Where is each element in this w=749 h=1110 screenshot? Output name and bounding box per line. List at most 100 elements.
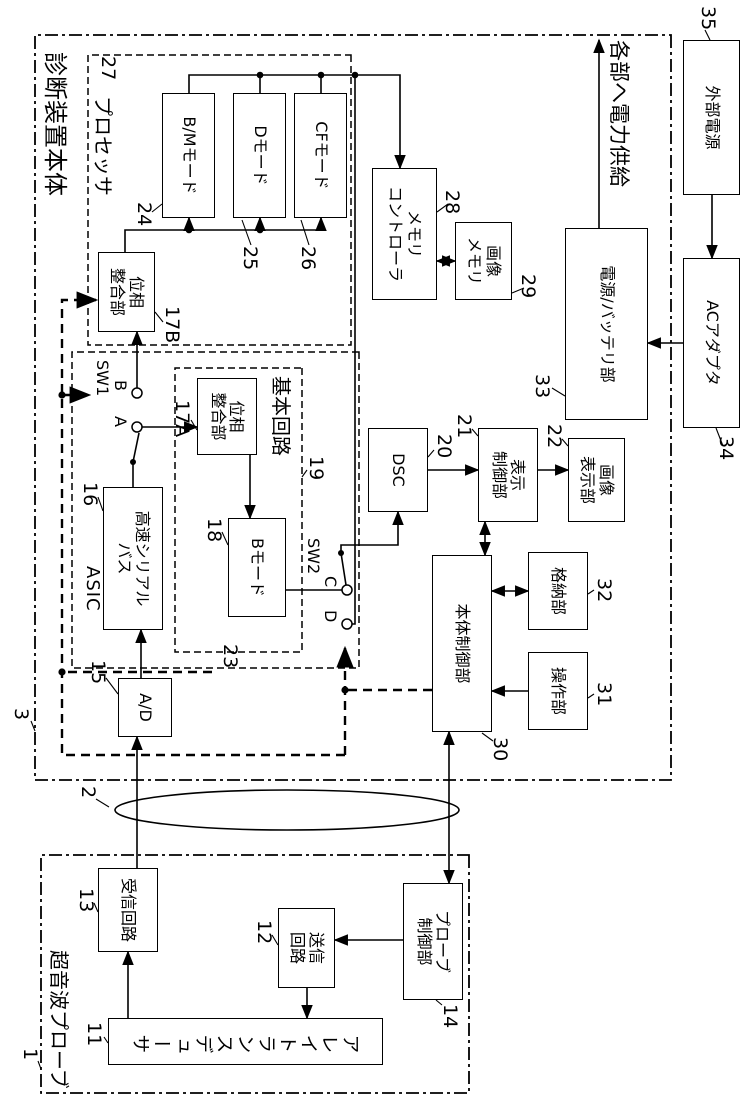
box-b-mode: Bモード [228,518,286,617]
box-phase-matching-17a: 位相 整合部 [197,378,257,455]
power-distribution-note: 各部へ電力供給 [607,40,631,187]
ref-label-15: 15 [87,660,109,685]
wire-bus-sw2d [352,75,356,625]
ref-label-18: 18 [203,518,225,543]
ref-label-13: 13 [75,888,97,913]
ref-label-11: 11 [83,1022,105,1047]
leader-29 [511,287,525,294]
leader-18 [221,531,229,546]
ref-label-17b: 17B [161,306,183,344]
leader-14 [435,999,443,1006]
leader-34 [715,427,724,447]
ref-label-14: 14 [439,1004,461,1029]
ref-label-26: 26 [297,246,319,271]
junction-dot [317,71,325,79]
leader-11 [103,1036,109,1044]
ref-label-28: 28 [441,190,463,215]
leader-2 [95,798,110,808]
leader-17b [154,311,164,323]
junction-dot [351,71,359,79]
box-external-power: 外部電源 [683,40,740,195]
ref-label-20: 20 [433,434,455,459]
leader-31 [587,693,595,699]
leader-25 [241,219,252,246]
leader-1 [37,1060,42,1070]
box-high-speed-serial-bus: 高速シリアル バス [103,487,163,630]
box-d-mode: Dモード [233,93,286,218]
wire-17b-cfmode [124,216,327,252]
box-display-control: 表示 制御部 [478,428,538,522]
leader-13 [93,902,99,913]
box-ad-converter: A/D [118,678,172,737]
probe-label: 超音波プローブ [47,950,71,1089]
leader-15 [105,677,119,695]
box-main-control: 本体制御部 [432,555,492,732]
leader-26 [300,219,310,246]
ref-label-24: 24 [133,202,155,227]
junction-dot [58,391,66,399]
box-operation: 操作部 [528,652,588,730]
ref-label-12: 12 [253,920,275,945]
leader-22 [561,438,569,447]
leader-24 [151,203,163,213]
sw1-label: SW1 [93,360,112,397]
main-unit-outline [34,34,672,781]
sw1-arm [132,432,140,463]
ref-label-27: 27 [97,56,119,81]
ref-label-33: 33 [531,374,553,399]
box-dsc: DSC [368,428,428,512]
asic-outline [71,351,360,669]
box-receiving-circuit: 受信回路 [98,868,158,952]
ref-label-35: 35 [697,6,719,31]
processor-label: プロセッサ [91,96,115,196]
box-bm-mode: B/Mモード [162,93,215,218]
box-storage: 格納部 [528,552,588,630]
junction-dot [185,226,193,234]
ref-label-31: 31 [593,682,615,707]
ref-label-30: 30 [489,737,511,762]
box-array-transducer: アレイトランスデューサ [108,1018,383,1065]
junction-dot [256,226,264,234]
box-image-memory: 画像 メモリ [455,222,512,300]
ref-label-34: 34 [715,436,737,461]
sw2-contact-c [341,584,353,596]
ref-label-1: 1 [19,1048,41,1061]
leader-32 [587,589,595,595]
basic-circuit-label: 基本回路 [269,376,293,456]
box-phase-matching-17b: 位相 整合部 [98,252,155,332]
leader-19 [301,469,308,478]
sw2-label: SW2 [304,538,323,575]
leader-33 [551,387,566,397]
sw1-contact-b-label: B [111,380,130,391]
leader-28 [436,203,449,213]
ref-label-22: 22 [543,424,565,449]
leader-35 [704,29,711,41]
junction-dot [58,668,66,676]
box-probe-control: プローブ 制御部 [403,883,463,1000]
ref-label-29: 29 [517,274,539,299]
ref-label-25: 25 [239,246,261,271]
sw2-contact-c-label: C [321,576,340,588]
leader-3 [30,720,36,732]
ref-label-19: 19 [305,456,327,481]
ref-label-21: 21 [453,414,475,439]
sw1-contact-a [131,421,143,433]
leader-20 [427,449,435,458]
box-cf-mode: CFモード [294,93,347,218]
sw1-contact-b [131,387,143,399]
box-power-battery: 電源/バッテリ部 [565,228,648,420]
basic-circuit-outline [174,367,303,653]
sw1-contact-a-label: A [111,416,130,427]
main-unit-label: 診断装置本体 [41,52,69,196]
sw2-pole-dot [338,550,344,556]
junction-dot [256,71,264,79]
leader-12 [271,934,279,946]
wire-sw2-dsc [340,510,404,553]
sw2-contact-d-label: D [321,610,340,623]
processor-outline [87,54,352,346]
ref-label-32: 32 [593,578,615,603]
sw1-pole-dot [130,459,136,465]
ref-label-23: 23 [219,644,241,669]
